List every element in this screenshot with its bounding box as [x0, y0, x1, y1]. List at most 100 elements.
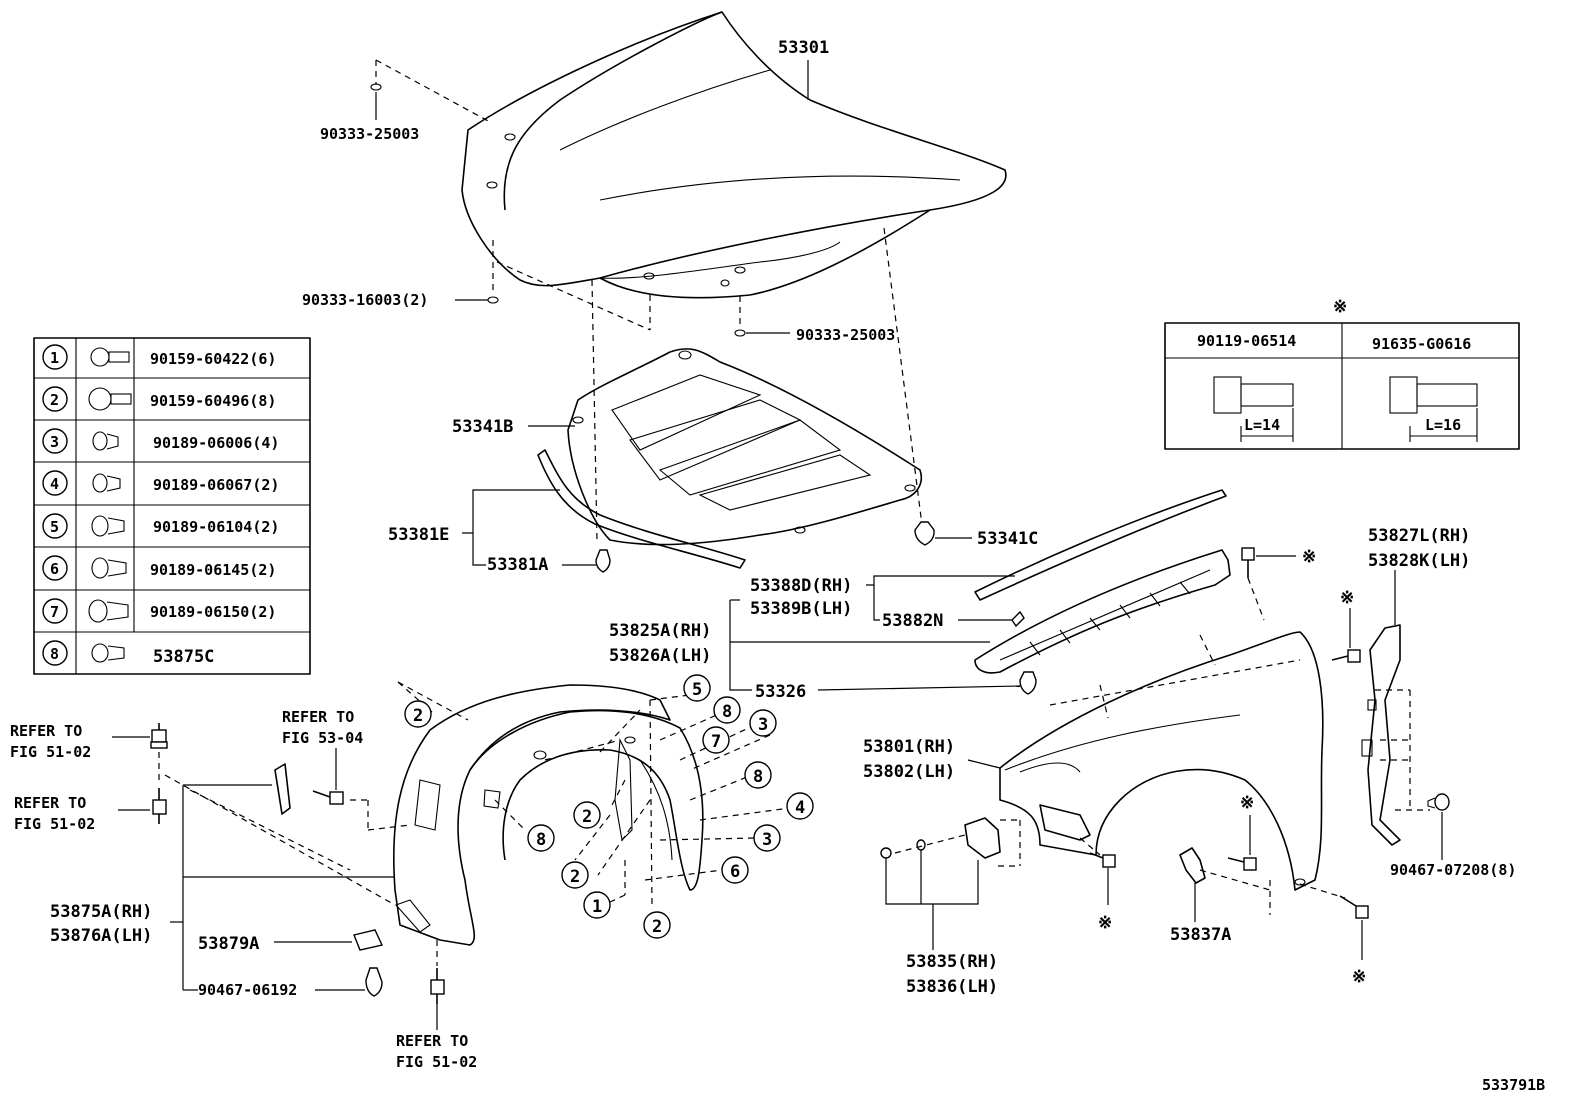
ref-fig: FIG 51-02: [10, 743, 91, 761]
callout: 4: [795, 798, 805, 818]
bolt-table-mark: ※: [1333, 297, 1347, 317]
label-hood-cushion-right: 90333-25003: [796, 326, 895, 344]
bolt-icon: [1331, 649, 1361, 663]
table-num-circle: [42, 640, 68, 666]
table-part: 90189-06104(2): [153, 518, 279, 536]
fender-mud-seal: [1179, 847, 1206, 884]
table-num: 2: [50, 391, 59, 409]
callout: 8: [753, 767, 763, 787]
callout: 3: [758, 715, 768, 735]
ref-fig: FIG 53-04: [282, 729, 363, 747]
bolt-part-2: 91635-G0616: [1372, 335, 1471, 353]
bolt-mark: ※: [1098, 913, 1112, 933]
callout-circle: [583, 891, 611, 919]
callout-circle: [786, 792, 814, 820]
label-hood-cushion-left: 90333-16003(2): [302, 291, 428, 309]
bolt-icon: [1241, 547, 1255, 578]
fender-bracket: [974, 549, 1231, 674]
table-num-circle: [42, 555, 68, 581]
clip-icon: [92, 473, 121, 493]
bolt-icon: [1213, 376, 1294, 442]
callout-circle: [721, 856, 749, 884]
splash-shield: [392, 684, 704, 946]
ref-label: REFER TO: [282, 708, 354, 726]
fender-stay-bolt-icon: [880, 839, 926, 859]
bolt-part-1: 90119-06514: [1197, 332, 1296, 350]
label-fender-liner-rh: 53827L(RH): [1368, 526, 1470, 546]
label-fender-lh: 53802(LH): [863, 762, 955, 782]
bolt-icon: [1089, 852, 1116, 868]
label-fender-seal-clip: 53882N: [882, 611, 943, 631]
bolt-length-1: L=14: [1244, 416, 1280, 434]
table-num: 8: [50, 645, 59, 663]
table-num-circle: [42, 428, 68, 454]
bolt-mark: ※: [1352, 967, 1366, 987]
table-num-circle: [42, 598, 68, 624]
callout-circle: [643, 911, 671, 939]
callout-circle: [749, 709, 777, 737]
fender-panel: [999, 631, 1324, 891]
table-num: 7: [50, 603, 59, 621]
table-part: 90189-06067(2): [153, 476, 279, 494]
bracket-clip-icon: [1019, 671, 1037, 695]
fastener-table: [33, 337, 311, 675]
table-part: 90159-60422(6): [150, 350, 276, 368]
callout: 6: [730, 862, 740, 882]
hood-insulator-panel: [567, 348, 922, 546]
ref-label: REFER TO: [396, 1032, 468, 1050]
seal-clip-icon: [1011, 610, 1025, 628]
callout: 2: [582, 807, 592, 827]
bolt-mark: ※: [1340, 588, 1354, 608]
label-hood: 53301: [778, 38, 829, 58]
callout: 7: [711, 732, 721, 752]
clip-icon: [91, 515, 125, 537]
table-num-circle: [42, 513, 68, 539]
bolt-table: [1164, 322, 1520, 450]
bolt-icon: [150, 723, 168, 749]
label-fender-stay-lh: 53836(LH): [906, 977, 998, 997]
callout-circle: [702, 726, 730, 754]
fender-lower-bracket: [1039, 804, 1091, 841]
clip-icon: [91, 643, 125, 663]
bolt-icon: [1227, 857, 1257, 871]
hood-cushion-right-icon: [734, 296, 790, 337]
label-splash-shield-rh: 53875A(RH): [50, 902, 152, 922]
callout-circle: [683, 674, 711, 702]
label-shield-bracket: 53879A: [198, 934, 259, 954]
callout-circle: [561, 861, 589, 889]
label-liner-clip: 90467-07208(8): [1390, 861, 1516, 879]
callout-circle: [753, 824, 781, 852]
table-num-circle: [42, 344, 68, 370]
callout: 5: [692, 680, 702, 700]
callout: 2: [570, 867, 580, 887]
table-num: 1: [50, 349, 59, 367]
label-fender-bracket-rh: 53825A(RH): [609, 621, 711, 641]
ref-label: REFER TO: [10, 722, 82, 740]
label-fender-liner-lh: 53828K(LH): [1368, 551, 1470, 571]
ref-fig: FIG 51-02: [14, 815, 95, 833]
label-bracket-clip: 53326: [755, 682, 806, 702]
label-fender-seal-rh: 53388D(RH): [750, 576, 852, 596]
callout: 2: [413, 706, 423, 726]
label-fender-stay-rh: 53835(RH): [906, 952, 998, 972]
fender-seal-strip: [974, 489, 1227, 601]
diagram-id: 533791B: [1482, 1076, 1545, 1094]
label-fender-seal-lh: 53389B(LH): [750, 599, 852, 619]
table-part: 90189-06006(4): [153, 434, 279, 452]
hood-cushion-left-icon: [455, 240, 651, 331]
shield-bracket-icon: [353, 929, 384, 951]
table-num: 4: [50, 475, 59, 493]
label-fender-bracket-lh: 53826A(LH): [609, 646, 711, 666]
callout: 8: [536, 830, 546, 850]
callout-circle: [404, 700, 432, 728]
bolt-mark: ※: [1240, 793, 1254, 813]
callout-circle: [744, 761, 772, 789]
label-hood-cushion-top: 90333-25003: [320, 125, 419, 143]
ref-label: REFER TO: [14, 794, 86, 812]
callout-circle: [527, 824, 555, 852]
label-fender-mud-seal: 53837A: [1170, 925, 1231, 945]
clip-icon: [88, 599, 129, 623]
screw-icon: [90, 347, 130, 367]
callout: 3: [762, 830, 772, 850]
